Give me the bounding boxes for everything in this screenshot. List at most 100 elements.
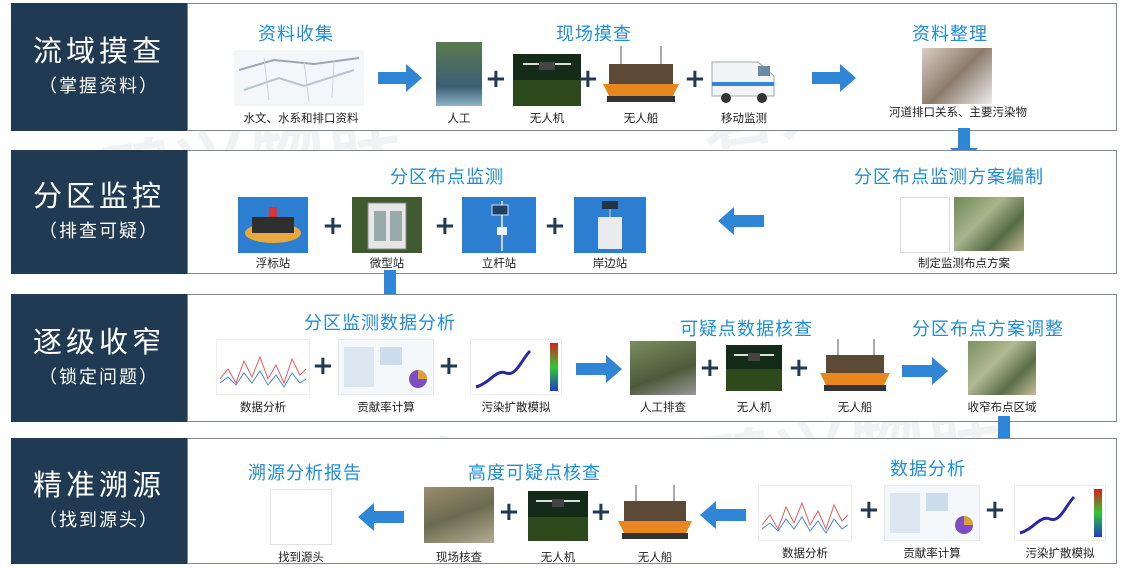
step-heading: 资料收集	[258, 24, 334, 45]
document-organizing-photo	[922, 48, 992, 104]
right-arrow-icon	[576, 355, 622, 383]
plus-icon: +	[438, 351, 460, 381]
stage-subtitle: （锁定问题）	[39, 367, 159, 388]
boat-image	[820, 339, 890, 391]
drone-image	[513, 54, 581, 106]
contribution-chart-image	[884, 485, 980, 541]
step-caption: 移动监测	[721, 111, 767, 125]
step-caption: 污染扩散模拟	[481, 400, 551, 414]
step-heading: 资料整理	[912, 24, 988, 45]
stage-panel: 资料收集 现场摸查 资料整理 水文、水系和排口资料 人工 + 无人机 +	[187, 3, 1117, 131]
step-caption: 数据分析	[782, 546, 828, 560]
right-arrow-icon	[902, 357, 948, 385]
stage-panel: 溯源分析报告 高度可疑点核查 数据分析 找到源头 现场核查 + 无人机 + 无人…	[187, 438, 1117, 564]
boat-image	[603, 46, 679, 102]
plus-icon: +	[590, 497, 612, 527]
step-heading: 可疑点数据核查	[680, 319, 813, 340]
hydro-map-image	[234, 50, 364, 106]
report-document-image	[270, 489, 332, 545]
step-caption: 无人机	[529, 111, 565, 125]
diffusion-simulation-image	[470, 339, 562, 395]
stage-row-4: 精准溯源 （找到源头） 溯源分析报告 高度可疑点核查 数据分析 找到源头 现场核…	[11, 438, 1117, 564]
step-heading: 分区布点方案调整	[912, 319, 1064, 340]
step-caption: 无人船	[837, 400, 873, 414]
buoy-station-image	[238, 197, 308, 253]
stage-panel: 分区监测数据分析 可疑点数据核查 分区布点方案调整 数据分析 + 贡献率计算 +…	[187, 294, 1117, 422]
left-arrow-icon	[358, 503, 404, 531]
step-caption: 污染扩散模拟	[1025, 546, 1095, 560]
step-caption: 立杆站	[481, 256, 517, 270]
plus-icon: +	[788, 353, 810, 383]
diffusion-simulation-image	[1014, 485, 1106, 541]
right-arrow-icon	[378, 64, 422, 92]
manual-inspection-photo	[630, 341, 696, 395]
contribution-chart-image	[338, 339, 434, 395]
step-caption: 微型站	[369, 256, 405, 270]
plus-icon: +	[984, 495, 1006, 525]
stage-label: 逐级收窄 （锁定问题）	[11, 294, 187, 422]
plus-icon: +	[699, 353, 721, 383]
plus-icon: +	[485, 64, 507, 94]
stage-label: 流域摸查 （掌握资料）	[11, 3, 187, 131]
plus-icon: +	[312, 351, 334, 381]
step-caption: 收窄布点区域	[967, 400, 1037, 414]
shore-station-image	[574, 197, 646, 253]
site-check-photo	[424, 487, 494, 543]
stage-row-1: 流域摸查 （掌握资料） 资料收集 现场摸查 资料整理 水文、水系和排口资料 人工…	[11, 3, 1117, 131]
data-chart-image	[216, 339, 310, 395]
step-heading: 溯源分析报告	[248, 463, 362, 484]
step-caption: 无人机	[736, 400, 772, 414]
stage-row-2: 分区监控 （排查可疑） 分区布点监测 分区布点监测方案编制 浮标站 + 微型站 …	[11, 150, 1117, 274]
step-heading: 分区监测数据分析	[304, 313, 456, 334]
step-caption: 人工排查	[640, 400, 686, 414]
step-caption: 贡献率计算	[357, 400, 415, 414]
stage-subtitle: （找到源头）	[39, 510, 159, 531]
stage-subtitle: （掌握资料）	[39, 76, 159, 97]
stage-label: 分区监控 （排查可疑）	[11, 150, 187, 274]
manual-survey-photo	[436, 42, 482, 106]
plus-icon: +	[322, 211, 344, 241]
step-caption: 找到源头	[278, 550, 324, 564]
step-caption: 贡献率计算	[903, 546, 961, 560]
plus-icon: +	[434, 211, 456, 241]
left-arrow-icon	[718, 207, 764, 235]
stage-title: 分区监控	[32, 179, 165, 213]
stage-subtitle: （排查可疑）	[39, 221, 159, 242]
narrowed-map-image	[968, 341, 1036, 395]
monitoring-van-image	[711, 61, 775, 103]
plus-icon: +	[858, 495, 880, 525]
stage-row-3: 逐级收窄 （锁定问题） 分区监测数据分析 可疑点数据核查 分区布点方案调整 数据…	[11, 294, 1117, 422]
step-caption: 水文、水系和排口资料	[243, 111, 359, 125]
step-caption: 数据分析	[240, 400, 286, 414]
step-caption: 浮标站	[255, 256, 291, 270]
plus-icon: +	[577, 64, 599, 94]
step-heading: 分区布点监测	[390, 167, 504, 188]
plus-icon: +	[544, 211, 566, 241]
step-caption: 无人船	[623, 111, 659, 125]
pole-station-image	[462, 197, 536, 253]
plan-map-image	[954, 197, 1024, 251]
left-arrow-icon	[700, 501, 746, 529]
drone-image	[528, 491, 588, 541]
step-caption: 现场核查	[436, 550, 482, 564]
micro-station-image	[352, 197, 422, 253]
step-caption: 岸边站	[592, 256, 628, 270]
right-arrow-icon	[812, 64, 856, 92]
step-caption: 无人船	[637, 550, 673, 564]
stage-panel: 分区布点监测 分区布点监测方案编制 浮标站 + 微型站 + 立杆站 +	[187, 150, 1117, 274]
step-caption: 河道排口关系、主要污染物	[889, 105, 1027, 119]
stage-label: 精准溯源 （找到源头）	[11, 438, 187, 564]
step-heading: 高度可疑点核查	[468, 463, 601, 484]
step-caption: 人工	[447, 111, 471, 125]
plan-document-image	[900, 197, 950, 253]
plus-icon: +	[498, 497, 520, 527]
boat-image	[618, 485, 692, 539]
step-heading: 现场摸查	[556, 24, 632, 45]
data-chart-image	[758, 485, 852, 541]
stage-title: 流域摸查	[32, 34, 165, 68]
step-caption: 无人机	[540, 550, 576, 564]
step-heading: 分区布点监测方案编制	[854, 167, 1044, 188]
stage-title: 精准溯源	[32, 468, 165, 502]
drone-image	[726, 345, 782, 391]
step-heading: 数据分析	[890, 459, 966, 480]
